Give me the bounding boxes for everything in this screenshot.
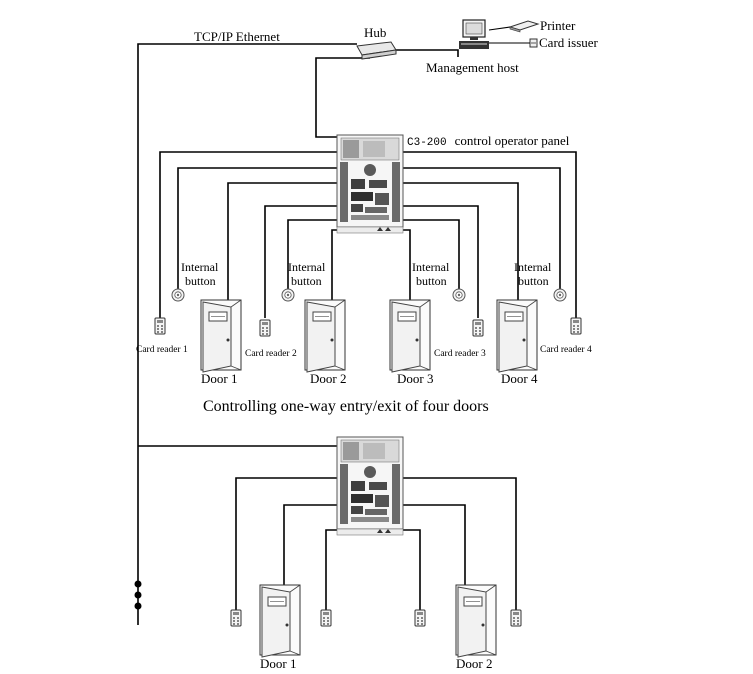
svg-text:button: button	[185, 274, 216, 288]
door-label-3: Door 3	[397, 371, 433, 386]
bottom-door-label-1: Door 1	[260, 656, 296, 671]
svg-text:Internal: Internal	[288, 260, 326, 274]
panel-model: C3-200	[407, 137, 447, 149]
door-label-1: Door 1	[201, 371, 237, 386]
hub-icon	[356, 41, 397, 60]
card-reader-icon	[570, 317, 582, 335]
exit-button-icon	[452, 288, 466, 302]
card-issuer-label: Card issuer	[539, 35, 599, 50]
svg-text:Internal: Internal	[514, 260, 552, 274]
svg-text:button: button	[416, 274, 447, 288]
bottom-door-label-2: Door 2	[456, 656, 492, 671]
card-reader-icon	[414, 609, 426, 627]
bottom-panel-wiring	[235, 477, 517, 610]
card-reader-icon	[154, 317, 166, 335]
internal-button-label-1: Internal button	[181, 260, 219, 288]
panel-description: control operator panel	[455, 133, 570, 148]
control-panel-icon	[336, 134, 404, 234]
card-reader-label-1: Card reader 1	[136, 345, 188, 355]
door-icon	[259, 584, 301, 658]
exit-button-icon	[171, 288, 185, 302]
printer-label: Printer	[540, 18, 576, 33]
svg-text:Internal: Internal	[181, 260, 219, 274]
svg-text:button: button	[518, 274, 549, 288]
card-reader-icon	[259, 319, 271, 337]
network-wiring	[137, 43, 459, 625]
ethernet-label: TCP/IP Ethernet	[194, 29, 280, 44]
control-panel-icon	[336, 436, 404, 536]
door-icon	[455, 584, 497, 658]
card-reader-icon	[230, 609, 242, 627]
computer-icon	[459, 19, 489, 49]
continuation-dots-icon	[134, 580, 142, 610]
svg-text:button: button	[291, 274, 322, 288]
door-icon	[496, 299, 538, 373]
card-reader-label-3: Card reader 3	[434, 349, 486, 359]
door-icon	[200, 299, 242, 373]
card-reader-icon	[320, 609, 332, 627]
door-label-4: Door 4	[501, 371, 538, 386]
internal-button-label-2: Internal button	[288, 260, 326, 288]
control-panel-label: C3-200 control operator panel	[407, 132, 570, 149]
diagram-caption: Controlling one-way entry/exit of four d…	[203, 398, 489, 415]
door-icon	[389, 299, 431, 373]
management-host-label: Management host	[426, 60, 519, 75]
exit-button-icon	[553, 288, 567, 302]
card-reader-icon	[510, 609, 522, 627]
internal-button-label-4: Internal button	[514, 260, 552, 288]
card-reader-label-4: Card reader 4	[540, 345, 592, 355]
hub-label: Hub	[364, 25, 386, 40]
svg-text:Internal: Internal	[412, 260, 450, 274]
exit-button-icon	[281, 288, 295, 302]
door-icon	[304, 299, 346, 373]
card-reader-icon	[472, 319, 484, 337]
card-issuer-icon	[489, 38, 538, 48]
top-panel-wiring	[159, 151, 577, 318]
card-reader-label-2: Card reader 2	[245, 349, 297, 359]
printer-icon	[488, 20, 540, 33]
internal-button-label-3: Internal button	[412, 260, 450, 288]
door-label-2: Door 2	[310, 371, 346, 386]
